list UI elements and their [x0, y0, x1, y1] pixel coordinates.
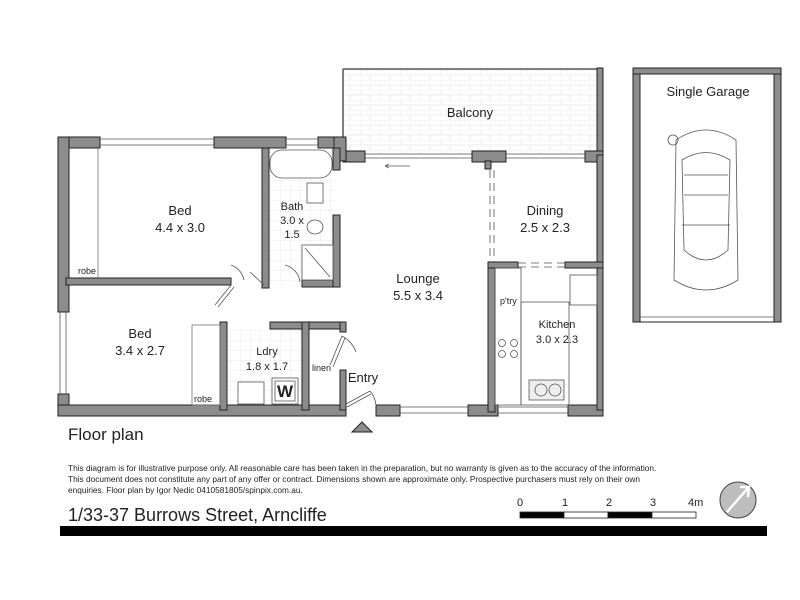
laundry-fixtures: [237, 377, 299, 405]
disclaimer-text: This diagram is for illustrative purpose…: [68, 463, 657, 495]
north-compass-icon: [719, 481, 757, 519]
scale-label-3: 3: [650, 497, 657, 509]
entry-label: Entry: [347, 370, 379, 385]
car-icon: [667, 129, 739, 291]
bath-label: Bath 3.0 x 1.5: [280, 201, 304, 241]
doors: [214, 170, 565, 408]
scale-label-0: 0: [517, 497, 524, 509]
robe-1-label: robe: [78, 266, 97, 276]
balcony: [342, 67, 604, 164]
washer-icon: W: [277, 382, 294, 401]
property-address: 1/33-37 Burrows Street, Arncliffe: [68, 505, 327, 525]
bath-fixtures: [269, 149, 334, 281]
garage-label: Single Garage: [666, 84, 750, 99]
scale-bar: [519, 511, 697, 519]
robe-2-outline: [191, 324, 221, 406]
kitchen-fixtures: [494, 267, 598, 406]
linen-label: linen: [312, 363, 332, 373]
scale-label-4: 4m: [688, 497, 704, 509]
scale-label-1: 1: [562, 497, 569, 509]
balcony-label: Balcony: [446, 105, 494, 120]
windows: [59, 138, 568, 414]
robe-2-label: robe: [194, 394, 213, 404]
scale-label-2: 2: [606, 497, 613, 509]
entry-marker-icon: [350, 421, 374, 433]
balcony-sliding-door: [342, 150, 604, 170]
footer-divider: [60, 526, 767, 536]
pantry-label: p'try: [500, 296, 517, 306]
plan-title: Floor plan: [68, 425, 144, 444]
